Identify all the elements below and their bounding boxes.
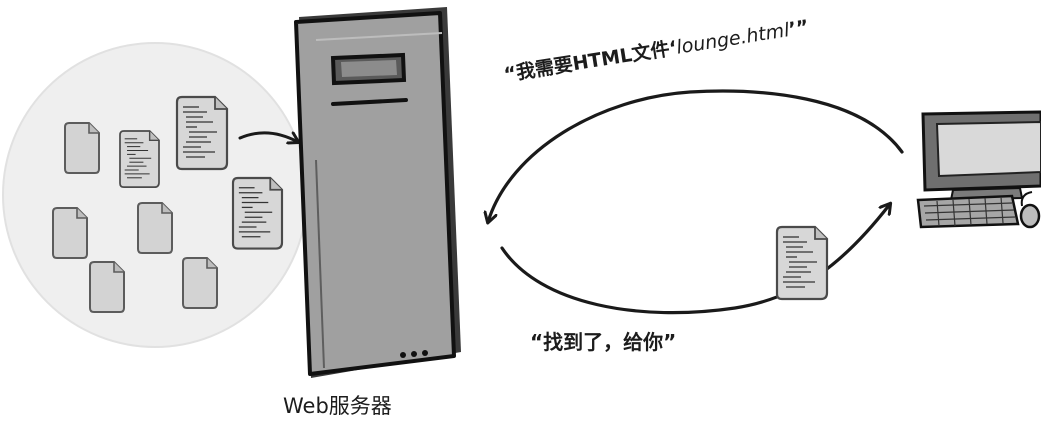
request-arrow <box>488 89 904 222</box>
response-label: “找到了，给你” <box>530 330 677 354</box>
request-label-suffix: ’” <box>787 16 811 41</box>
html-document-icon <box>137 202 173 254</box>
files-to-server-arrow <box>238 133 298 142</box>
html-document-icon <box>231 176 284 250</box>
response-arrow <box>500 204 890 315</box>
html-document-icon <box>64 122 100 174</box>
html-document-icon <box>119 130 160 189</box>
html-document-icon <box>175 95 229 171</box>
html-document-icon <box>182 257 218 309</box>
server-label: Web服务器 <box>283 394 392 418</box>
html-document-icon <box>775 225 829 301</box>
html-document-icon <box>52 207 88 259</box>
desktop-computer-icon <box>916 110 1041 229</box>
html-document-icon <box>89 261 125 313</box>
server-tower-icon <box>294 7 461 378</box>
